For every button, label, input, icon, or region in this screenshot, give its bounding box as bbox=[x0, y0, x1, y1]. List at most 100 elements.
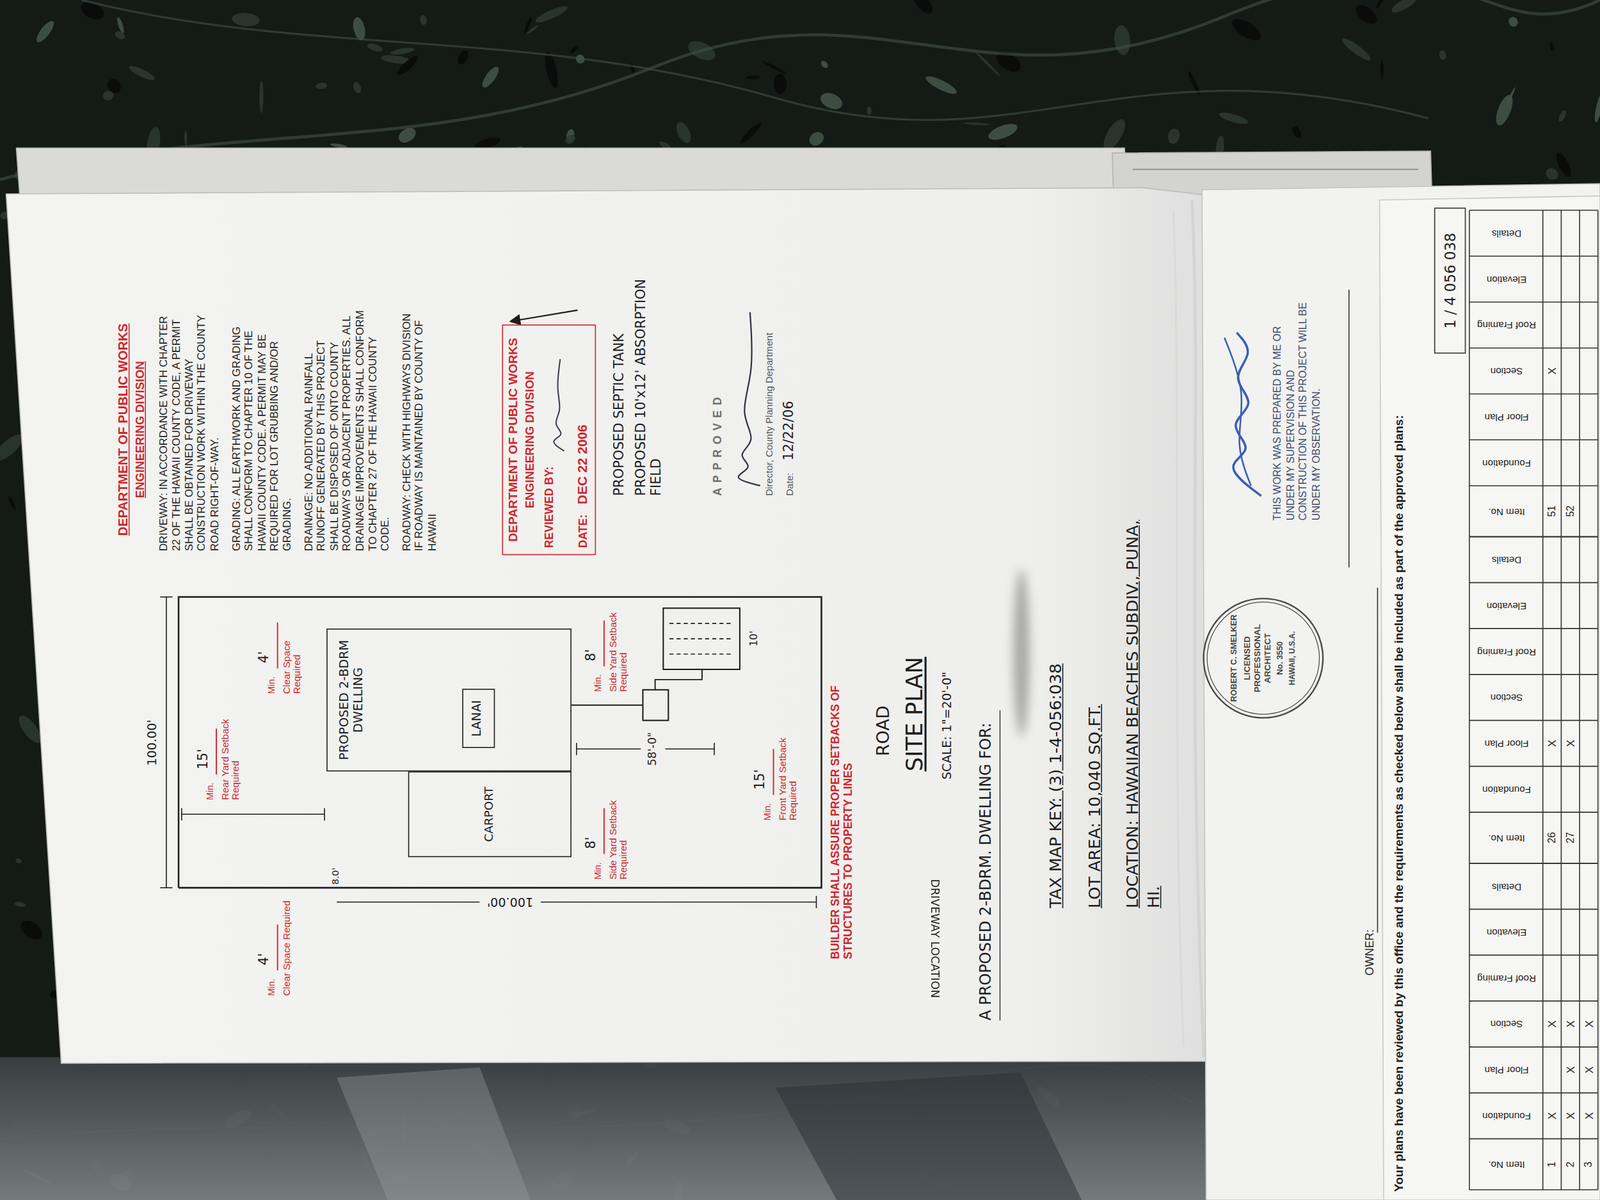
owner-line bbox=[1377, 587, 1379, 933]
granite-speck bbox=[1492, 92, 1516, 128]
table-header: Details bbox=[1491, 554, 1521, 566]
granite-speck bbox=[866, 106, 873, 116]
table-cell: 27 bbox=[1564, 832, 1576, 844]
sheet-fold bbox=[1173, 209, 1184, 1047]
approval-caption: Date: bbox=[785, 472, 797, 496]
granite-speck bbox=[819, 59, 830, 70]
granite-speck bbox=[568, 44, 580, 56]
dimension-line bbox=[165, 597, 168, 888]
granite-speck bbox=[115, 16, 126, 34]
setback-label: Clear Space Required bbox=[281, 602, 303, 694]
director-signature bbox=[738, 312, 761, 486]
leach-line bbox=[669, 622, 734, 624]
title-block-text: A PROPOSED 2-BDRM. DWELLING FOR: bbox=[977, 722, 996, 1021]
lot-line bbox=[178, 597, 822, 888]
dwelling-outline-text: PROPOSED 2-BDRM DWELLING bbox=[337, 635, 367, 765]
leader-arrow bbox=[510, 310, 578, 322]
granite-speck bbox=[184, 130, 188, 146]
table-rule bbox=[1469, 627, 1599, 630]
table-cell: 26 bbox=[1545, 832, 1558, 844]
table-rule bbox=[1469, 485, 1599, 487]
setback-value: 8' bbox=[583, 648, 600, 662]
granite-speck bbox=[231, 12, 261, 28]
table-rule bbox=[1597, 863, 1599, 1190]
granite-speck bbox=[1507, 15, 1520, 29]
table-rule bbox=[1469, 811, 1599, 813]
text-group: PROPOSED SEPTIC TANKPROPOSED 10'x12' ABS… bbox=[612, 276, 798, 496]
review-stamp-text: DEC 22 2006 bbox=[575, 424, 591, 504]
granite-speck bbox=[563, 133, 578, 146]
check-mark: X bbox=[1545, 367, 1558, 375]
setback-blank bbox=[773, 748, 775, 795]
stamp-heading: ENGINEERING DIVISION bbox=[133, 308, 148, 552]
dimension: 100.00' bbox=[145, 719, 160, 766]
granite-speck bbox=[986, 120, 1020, 143]
granite-speck bbox=[1228, 14, 1265, 45]
granite-speck bbox=[455, 48, 471, 66]
dimension: 58'-0" bbox=[646, 732, 660, 767]
setback-value: 15' bbox=[753, 769, 769, 790]
septic-tank-symbol bbox=[642, 689, 669, 721]
granite-speck bbox=[526, 23, 539, 35]
granite-speck bbox=[1166, 127, 1181, 145]
granite-speck bbox=[33, 18, 57, 45]
table-rule bbox=[1469, 720, 1599, 722]
granite-speck bbox=[7, 496, 17, 511]
handwritten-date: 12/22/06 bbox=[782, 400, 798, 461]
setback-label: Side Yard Setback Required bbox=[608, 602, 630, 692]
title-block-text: LOT AREA: 10,040 SQ.FT. bbox=[1085, 704, 1104, 909]
table-cell: 1 bbox=[1545, 1161, 1558, 1168]
road-label: ROAD bbox=[873, 705, 894, 756]
lanai-outline-text: LANAI bbox=[470, 693, 485, 745]
granite-vein bbox=[81, 0, 1430, 120]
table-rule bbox=[1469, 1046, 1599, 1048]
dimension-line bbox=[665, 748, 715, 750]
granite-speck bbox=[745, 75, 760, 80]
check-mark: X bbox=[1582, 1066, 1595, 1074]
table-rule bbox=[1469, 1000, 1599, 1002]
setback-blank bbox=[603, 620, 605, 667]
dimension: 8.0' bbox=[330, 867, 342, 886]
granite-speck bbox=[1543, 165, 1561, 183]
architect-seal-text: LICENSED PROFESSIONAL ARCHITECT bbox=[1242, 618, 1273, 698]
setback-blank bbox=[277, 924, 279, 971]
granite-speck bbox=[1553, 151, 1574, 180]
table-rule bbox=[1469, 536, 1599, 538]
setback-label: Front Yard Setback Required bbox=[777, 698, 799, 821]
table-header: Elevation bbox=[1486, 926, 1526, 938]
review-table bbox=[1434, 208, 1599, 1190]
dimension: 100.00' bbox=[487, 894, 534, 909]
table-rule bbox=[1469, 209, 1599, 212]
handwritten-note: PROPOSED 10'x12' ABSORPTION FIELD bbox=[633, 276, 665, 496]
table-rule bbox=[1597, 536, 1599, 864]
table-header: Roof Framing bbox=[1476, 972, 1536, 984]
check-mark: X bbox=[1545, 1020, 1558, 1028]
table-rule bbox=[1468, 863, 1471, 1190]
title-block-text: TAX MAP KEY: (3) 1-4-056:038 bbox=[1047, 663, 1066, 909]
dimension-tick bbox=[323, 808, 326, 821]
architect-seal-text: No. 3550 bbox=[1276, 641, 1286, 675]
table-header: Floor Plan bbox=[1484, 410, 1529, 422]
title-block-text: LOCATION: HAWAIIAN BEACHES SUBDIV., PUNA… bbox=[1122, 499, 1165, 909]
dimension-tick bbox=[181, 808, 183, 821]
table-rule bbox=[1469, 862, 1599, 864]
dimension-line bbox=[576, 748, 641, 750]
setback-label: Min. bbox=[266, 676, 277, 694]
table-rule bbox=[1469, 255, 1599, 257]
granite-speck bbox=[113, 29, 127, 41]
dwelling-outline: PROPOSED 2-BDRM DWELLING LANAI bbox=[326, 628, 572, 772]
table-rule bbox=[1542, 863, 1544, 1190]
seal-sheet bbox=[1201, 183, 1600, 1200]
granite-speck bbox=[1374, 0, 1388, 10]
granite-speck bbox=[351, 16, 368, 41]
reviewer-signature bbox=[553, 359, 564, 451]
table-rule bbox=[1468, 536, 1471, 864]
granite-speck bbox=[352, 80, 363, 95]
granite-speck bbox=[394, 53, 422, 79]
table-header: Section bbox=[1489, 1018, 1523, 1030]
glass-reflection bbox=[775, 1072, 1082, 1200]
table-header: Foundation bbox=[1481, 457, 1531, 469]
absorption-field-symbol bbox=[663, 608, 740, 670]
table-header: Section bbox=[1489, 365, 1523, 377]
